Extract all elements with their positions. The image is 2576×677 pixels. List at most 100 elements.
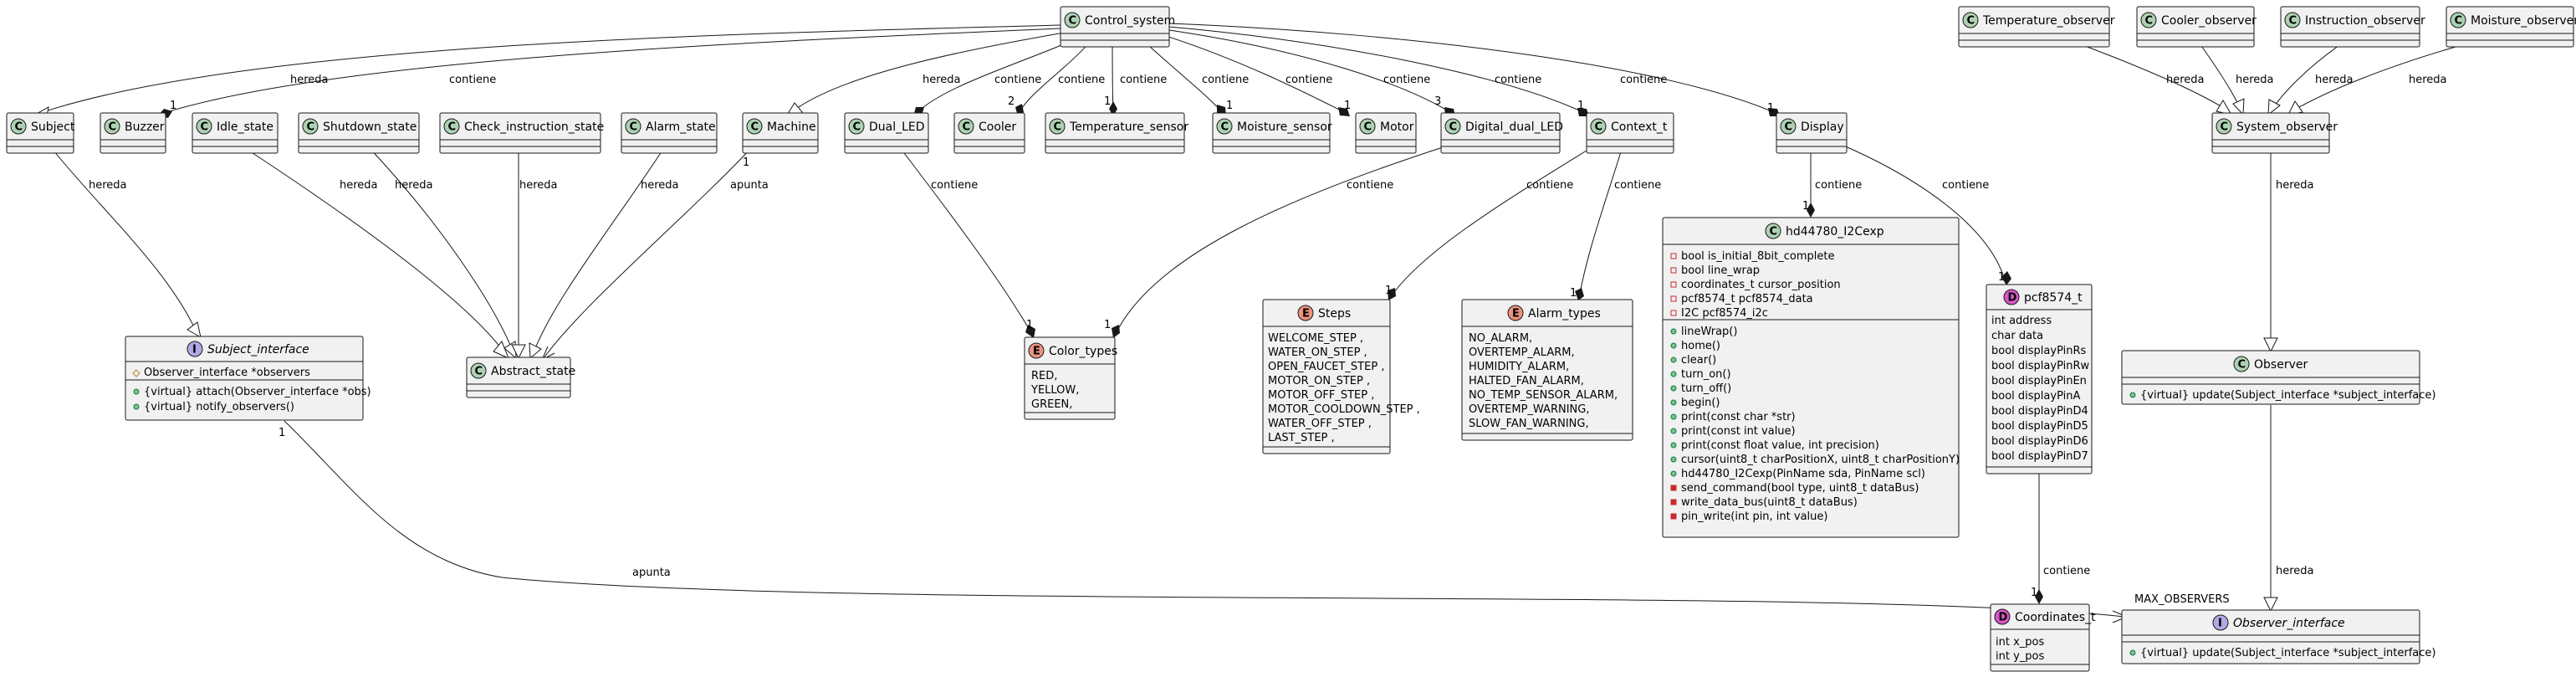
- class-box-context-t[interactable]: C Context_t: [1586, 112, 1674, 154]
- class-box-temperature-observer[interactable]: C Temperature_observer: [1958, 6, 2115, 48]
- multiplicity: 1: [279, 427, 285, 439]
- multiplicity: 1: [1344, 100, 1351, 112]
- class-box-buzzer[interactable]: C Buzzer: [100, 112, 166, 154]
- class-name: pcf8574_t: [2024, 291, 2083, 305]
- class-box-idle-state[interactable]: C Idle_state: [192, 112, 279, 154]
- edge-label: contiene: [1526, 179, 1573, 192]
- class-box-motor[interactable]: C Motor: [1355, 112, 1417, 154]
- svg-text:C: C: [2289, 15, 2297, 28]
- enum-value: MOTOR_COOLDOWN_STEP ,: [1268, 403, 1420, 416]
- enum-value: OVERTEMP_ALARM,: [1469, 346, 1575, 359]
- class-box-cooler[interactable]: C Cooler: [953, 112, 1025, 154]
- class-box-moisture-sensor[interactable]: C Moisture_sensor: [1212, 112, 1332, 154]
- method: hd44780_I2Cexp(PinName sda, PinName scl): [1681, 468, 1925, 480]
- field: bool displayPinA: [1991, 390, 2080, 403]
- composition-diamond: [1388, 288, 1396, 300]
- multiplicity: 1: [1570, 287, 1577, 300]
- edge-control-machine: [789, 31, 1070, 115]
- class-name: hd44780_I2Cexp: [1786, 225, 1884, 238]
- composition-diamond: [1807, 203, 1815, 218]
- enum-value: HALTED_FAN_ALARM,: [1469, 375, 1584, 387]
- multiplicity: 2: [1008, 95, 1015, 108]
- multiplicity: 1: [170, 100, 176, 112]
- field: coordinates_t cursor_position: [1681, 279, 1841, 291]
- edge-label: hereda: [340, 179, 378, 192]
- class-box-moisture-observer[interactable]: C Moisture_observer: [2446, 6, 2576, 48]
- edge-label: hereda: [2236, 74, 2274, 86]
- class-box-temperature-sensor[interactable]: C Temperature_sensor: [1045, 112, 1188, 154]
- class-box-alarm-state[interactable]: C Alarm_state: [621, 112, 718, 154]
- class-box-instruction-observer[interactable]: C Instruction_observer: [2280, 6, 2425, 48]
- class-box-system-observer[interactable]: C System_observer: [2211, 112, 2338, 154]
- inherit-arrowhead: [2267, 99, 2281, 116]
- svg-text:C: C: [109, 121, 117, 134]
- svg-text:C: C: [2145, 15, 2154, 28]
- class-box-digital-dual-led[interactable]: C Digital_dual_LED: [1440, 112, 1563, 154]
- class-name: System_observer: [2236, 121, 2338, 134]
- field: pcf8574_t pcf8574_data: [1681, 293, 1813, 305]
- class-box-steps[interactable]: E Steps WELCOME_STEP , WATER_ON_STEP , O…: [1262, 299, 1420, 454]
- enum-value: LAST_STEP ,: [1268, 432, 1335, 444]
- class-name: Cooler: [979, 121, 1016, 134]
- method: turn_on(): [1681, 368, 1731, 381]
- enum-value: MOTOR_OFF_STEP ,: [1268, 389, 1374, 402]
- class-box-shutdown-state[interactable]: C Shutdown_state: [298, 112, 420, 154]
- method: cursor(uint8_t charPositionX, uint8_t ch…: [1681, 454, 1960, 466]
- class-box-dual-led[interactable]: C Dual_LED: [844, 112, 929, 154]
- class-name: Idle_state: [217, 121, 273, 134]
- class-box-color-types[interactable]: E Color_types RED, YELLOW, GREEN,: [1024, 336, 1117, 420]
- edge-label: contiene: [1620, 74, 1667, 86]
- method: turn_off(): [1681, 382, 1731, 395]
- edge-label: contiene: [1383, 74, 1430, 86]
- enum-value: WATER_OFF_STEP ,: [1268, 418, 1372, 430]
- composition-diamond: [2001, 271, 2011, 285]
- multiplicity: 1: [1802, 200, 1809, 213]
- inherit-arrowhead: [187, 321, 202, 338]
- edge-digitalled-colortypes: [1114, 146, 1446, 336]
- class-box-abstract-state[interactable]: C Abstract_state: [466, 356, 575, 398]
- multiplicity: 1: [1026, 319, 1033, 331]
- edge-control-display: [1168, 23, 1778, 115]
- class-name: Cooler_observer: [2161, 14, 2257, 28]
- class-box-subject[interactable]: C Subject: [6, 112, 75, 154]
- multiplicity: 1: [1998, 271, 2005, 284]
- edge-label: contiene: [1202, 74, 1249, 86]
- edge-label: contiene: [1058, 74, 1105, 86]
- class-box-subject-interface[interactable]: I Subject_interface Observer_interface *…: [125, 336, 371, 421]
- class-box-machine[interactable]: C Machine: [742, 112, 819, 154]
- edge-subject-subjectinterface: [49, 146, 198, 335]
- class-name: Motor: [1380, 121, 1414, 134]
- edge-label: contiene: [2043, 565, 2090, 577]
- svg-text:I: I: [192, 344, 197, 356]
- svg-text:C: C: [1770, 226, 1778, 238]
- class-box-display[interactable]: C Display: [1776, 112, 1848, 154]
- class-box-hd44780[interactable]: C hd44780_I2Cexp bool is_initial_8bit_co…: [1662, 217, 1960, 538]
- class-box-observer-interface[interactable]: I Observer_interface {virtual} update(Su…: [2121, 609, 2436, 664]
- class-box-check-instruction-state[interactable]: C Check_instruction_state: [439, 112, 604, 154]
- edge-label: contiene: [994, 74, 1041, 86]
- svg-text:C: C: [201, 121, 209, 134]
- edge-label: hereda: [641, 179, 679, 192]
- method: home(): [1681, 340, 1720, 352]
- edge-label: hereda: [2409, 74, 2447, 86]
- edge-idle-abstract: [242, 146, 507, 356]
- multiplicity: 1: [1104, 319, 1111, 331]
- class-name: Color_types: [1049, 345, 1117, 358]
- composition-diamond: [1112, 325, 1120, 338]
- inherit-arrowhead: [511, 344, 526, 360]
- field: bool displayPinRw: [1991, 360, 2090, 372]
- class-box-observer[interactable]: C Observer {virtual} update(Subject_inte…: [2121, 350, 2436, 405]
- method: {virtual} attach(Observer_interface *obs…: [144, 386, 371, 398]
- svg-text:C: C: [630, 121, 638, 134]
- class-box-alarm-types[interactable]: E Alarm_types NO_ALARM, OVERTEMP_ALARM, …: [1461, 299, 1633, 441]
- edge-dualled-colortypes: [898, 146, 1034, 336]
- svg-text:C: C: [2238, 359, 2246, 372]
- edge-label: contiene: [1347, 179, 1393, 192]
- field: bool displayPinRs: [1991, 345, 2087, 357]
- svg-text:E: E: [1302, 308, 1310, 321]
- class-box-pcf8574-t[interactable]: D pcf8574_t int address char data bool d…: [1986, 284, 2093, 474]
- class-box-coordinates-t[interactable]: D Coordinates_t int x_pos int y_pos: [1990, 603, 2096, 672]
- class-box-control-system[interactable]: C Control_system: [1060, 6, 1175, 48]
- class-box-cooler-observer[interactable]: C Cooler_observer: [2136, 6, 2257, 48]
- method: print(const char *str): [1681, 411, 1796, 423]
